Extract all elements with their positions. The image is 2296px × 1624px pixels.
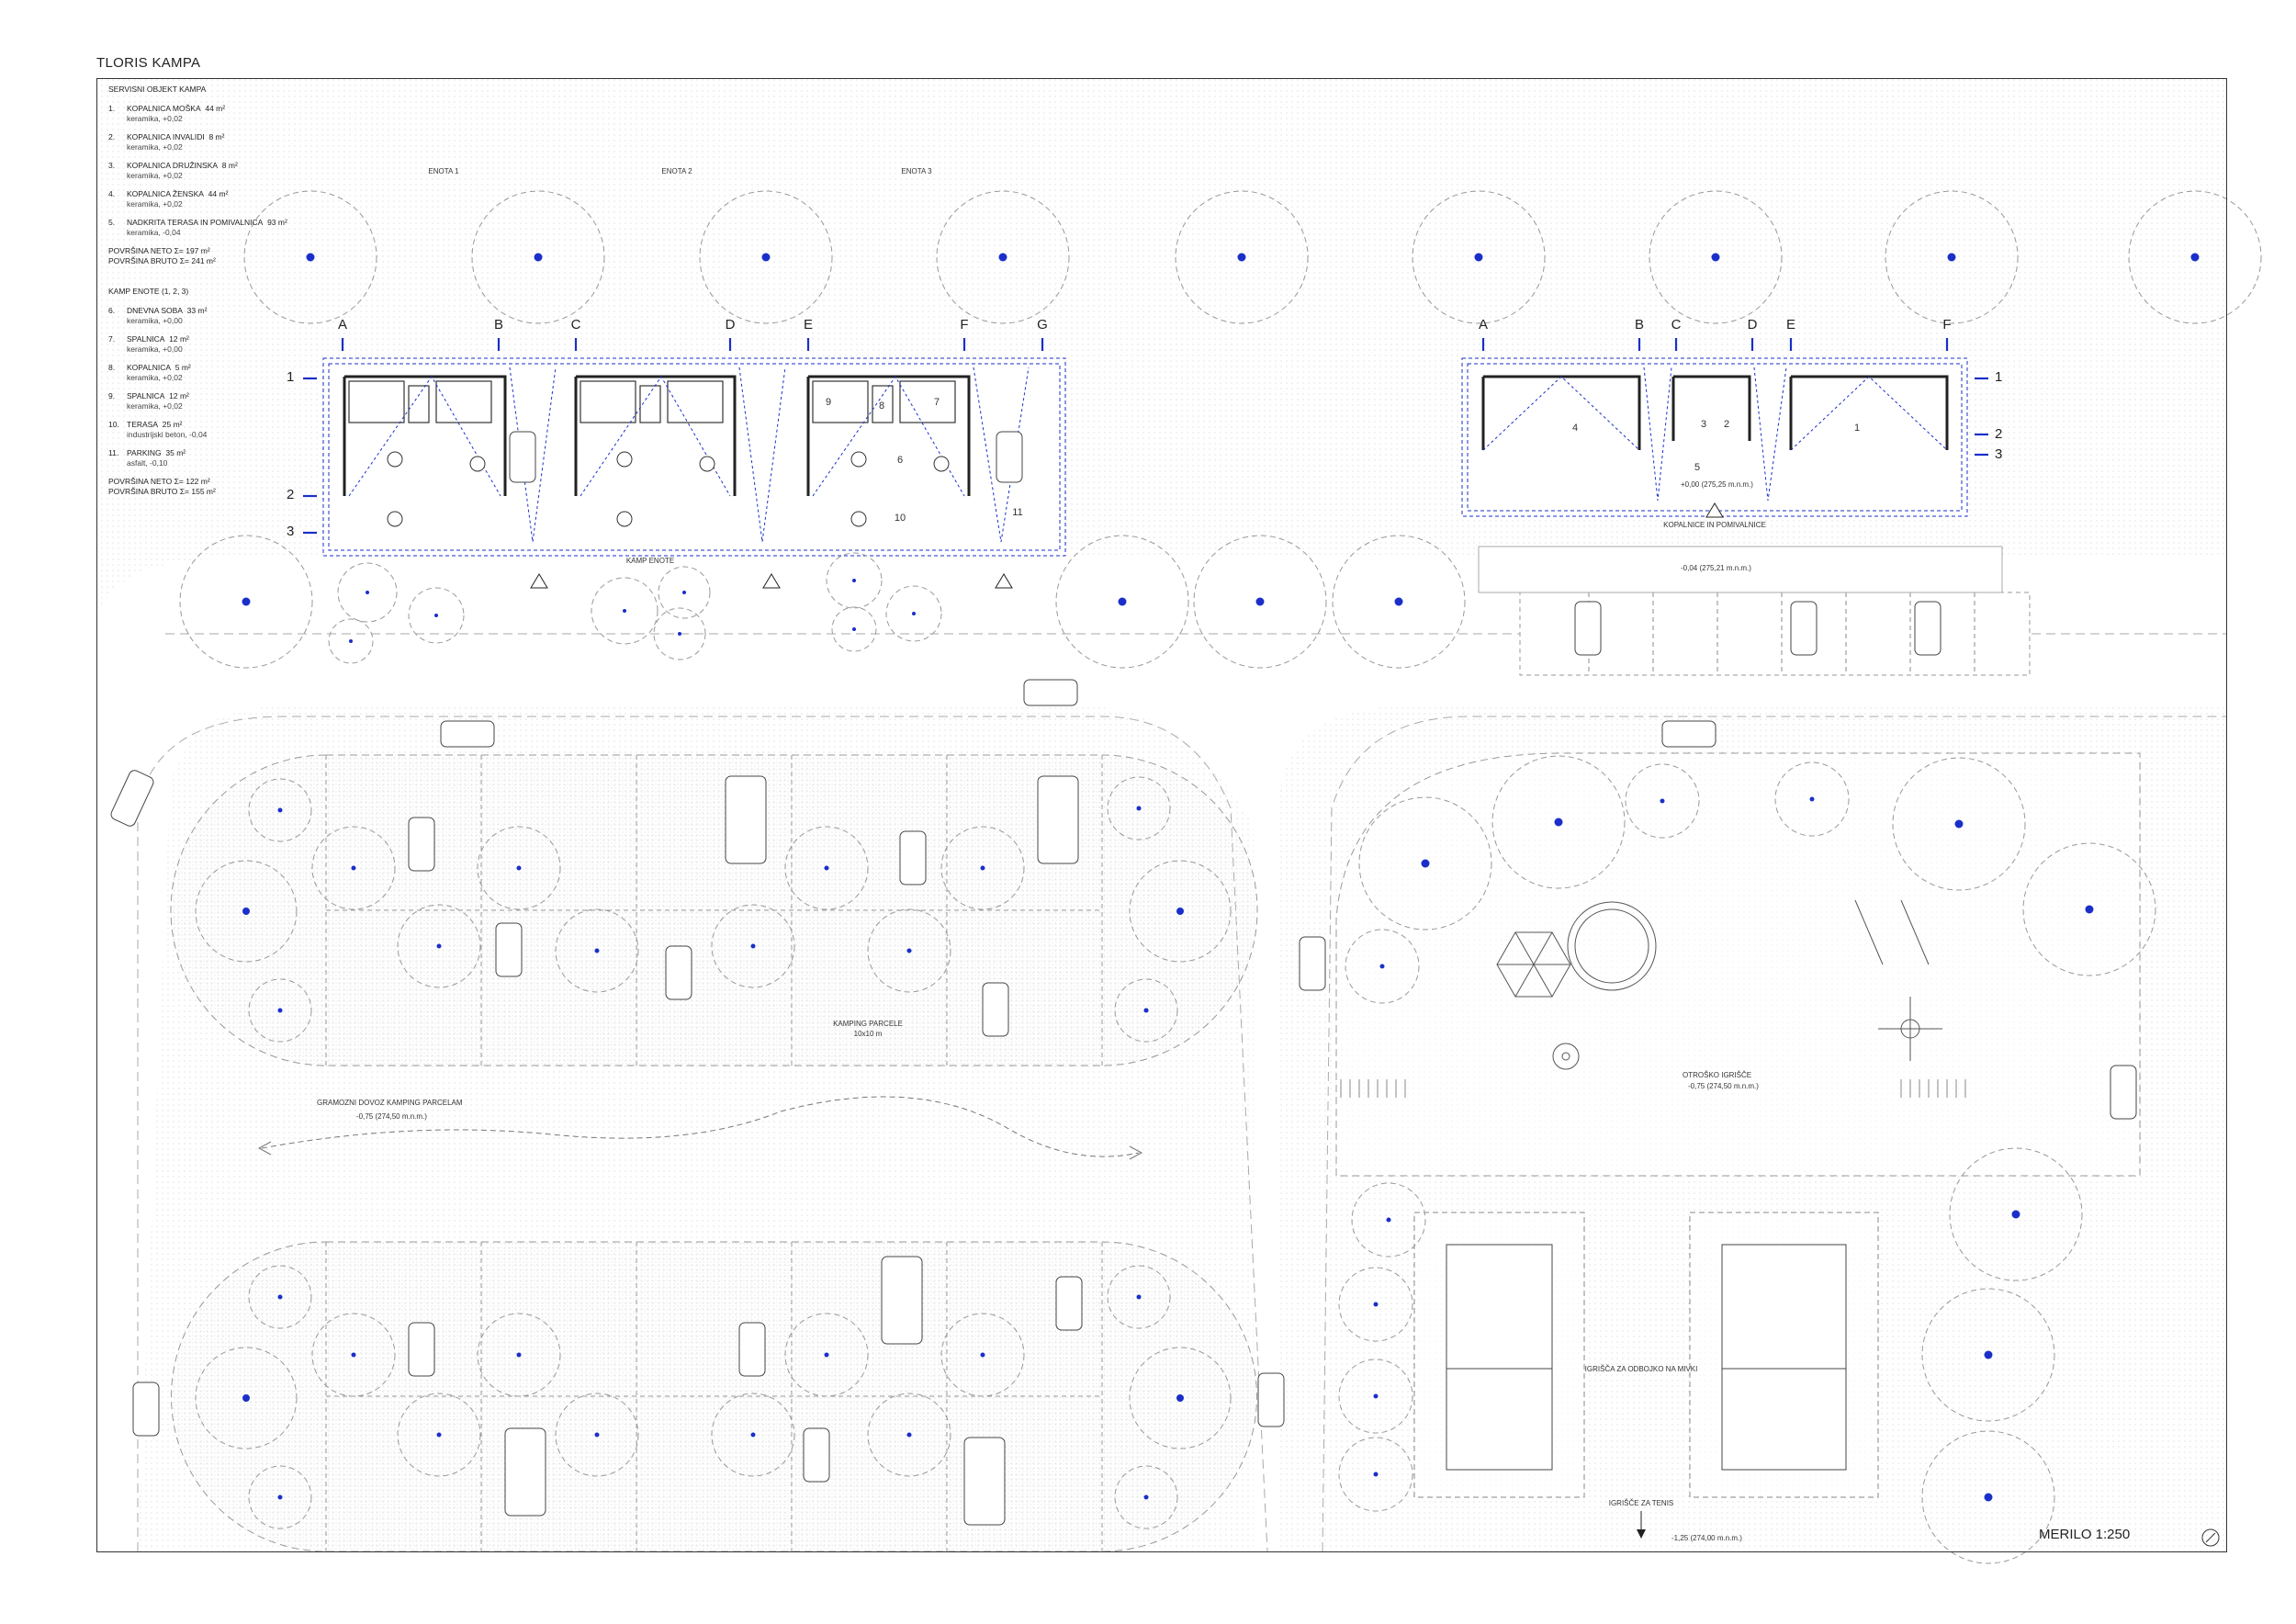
scale-label: MERILO 1:250 xyxy=(2039,1527,2131,1542)
legend-unit-heading: KAMP ENOTE (1, 2, 3) xyxy=(108,287,189,296)
legend-service-heading: SERVISNI OBJEKT KAMPA xyxy=(108,85,207,94)
service-label: KOPALNICE IN POMIVALNICE xyxy=(1663,521,1766,529)
vehicles xyxy=(110,431,2137,1526)
row-label: 2 xyxy=(1995,426,2003,442)
service-level: +0,00 (275,25 m.n.m.) xyxy=(1681,480,1753,489)
playground-hatches xyxy=(1340,1079,1966,1098)
service-entrance xyxy=(1705,502,1724,518)
room-number: 7 xyxy=(933,397,940,408)
camp-units-label: KAMP ENOTE xyxy=(625,557,675,565)
camp-units-building xyxy=(303,338,1066,589)
unit-entrances xyxy=(530,573,1013,589)
road-curve-left xyxy=(137,716,1268,1552)
room-number: 5 xyxy=(1694,462,1701,473)
axis-label: D xyxy=(725,317,736,333)
trees xyxy=(179,190,2262,1564)
unit-label-2: ENOTA 2 xyxy=(661,167,692,175)
legend-service-gross: POVRŠINA BRUTO Σ= 241 m² xyxy=(108,256,216,265)
axis-label: B xyxy=(493,317,504,333)
courts-level: -1,25 (274,00 m.n.m.) xyxy=(1671,1534,1742,1542)
legend-service-net: POVRŠINA NETO Σ= 197 m² xyxy=(108,246,210,255)
service-building xyxy=(1461,338,1988,518)
room-number: 3 xyxy=(1700,419,1707,430)
parking-strip xyxy=(1478,546,2031,676)
axis-label: C xyxy=(1671,317,1682,333)
axis-label: A xyxy=(337,317,348,333)
axis-ticks-service xyxy=(1481,338,1988,457)
axis-label: D xyxy=(1747,317,1758,333)
room-number: 11 xyxy=(1012,507,1023,518)
room-number: 6 xyxy=(896,455,904,466)
playground-label: OTROŠKO IGRIŠČE xyxy=(1683,1071,1752,1079)
axis-ticks-units xyxy=(303,338,1044,535)
gravel-access-level: -0,75 (274,50 m.n.m.) xyxy=(356,1112,427,1121)
unit-label-3: ENOTA 3 xyxy=(901,167,932,175)
room-number: 2 xyxy=(1723,419,1730,430)
road-curve-right xyxy=(1322,716,2226,1552)
legend-unit-net: POVRŠINA NETO Σ= 122 m² xyxy=(108,477,210,486)
room-number: 8 xyxy=(878,400,885,412)
north-arrow-line xyxy=(2205,1532,2216,1543)
volleyball-label: IGRIŠČA ZA ODBOJKO NA MIVKI xyxy=(1584,1365,1698,1373)
axis-label: A xyxy=(1478,317,1489,333)
room-number: 10 xyxy=(894,513,906,524)
row-label: 1 xyxy=(1995,369,2003,385)
camping-parcel-size: 10x10 m xyxy=(853,1030,883,1038)
tennis-label: IGRIŠČE ZA TENIS xyxy=(1608,1499,1674,1507)
room-number: 9 xyxy=(825,397,832,408)
axis-label: F xyxy=(960,317,969,333)
arrow-head-left xyxy=(257,1141,272,1156)
volleyball-courts xyxy=(1413,1212,1879,1498)
row-label: 1 xyxy=(287,369,295,385)
axis-label: E xyxy=(1785,317,1796,333)
playground-equipment xyxy=(1496,899,1942,1070)
axis-label: F xyxy=(1942,317,1952,333)
legend-unit-gross: POVRŠINA BRUTO Σ= 155 m² xyxy=(108,487,216,496)
tennis-arrow-head xyxy=(1637,1529,1646,1539)
page-title: TLORIS KAMPA xyxy=(96,55,201,71)
playground-zone xyxy=(1335,752,2141,1177)
axis-label: E xyxy=(803,317,814,333)
axis-label: G xyxy=(1037,317,1048,333)
row-label: 2 xyxy=(287,487,295,502)
camping-parcel-label: KAMPING PARCELE xyxy=(833,1020,903,1028)
unit-label-1: ENOTA 1 xyxy=(428,167,459,175)
legend: SERVISNI OBJEKT KAMPA 1.KOPALNICA MOŠKA … xyxy=(108,85,292,497)
tree-trunks xyxy=(242,253,2200,1502)
room-number: 4 xyxy=(1571,423,1579,434)
row-label: 3 xyxy=(1995,446,2003,462)
room-number: 1 xyxy=(1853,423,1861,434)
gravel-path-arrow xyxy=(261,1096,1140,1157)
row-label: 3 xyxy=(287,524,295,539)
axis-label: C xyxy=(570,317,581,333)
gravel-access-label: GRAMOZNI DOVOZ KAMPING PARCELAM xyxy=(317,1099,463,1107)
north-arrow-icon xyxy=(2201,1528,2220,1547)
drawing-frame xyxy=(96,78,2227,1552)
parking-level: -0,04 (275,21 m.n.m.) xyxy=(1681,564,1751,572)
arrow-head-right xyxy=(1129,1145,1143,1160)
axis-label: B xyxy=(1634,317,1645,333)
playground-level: -0,75 (274,50 m.n.m.) xyxy=(1688,1082,1759,1090)
